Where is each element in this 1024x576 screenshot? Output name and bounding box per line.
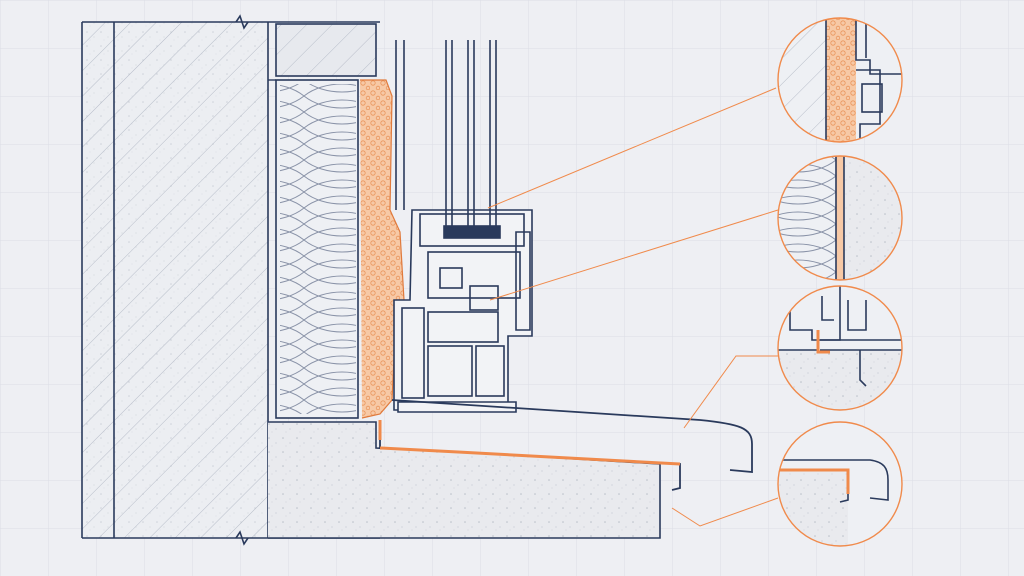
callout-insulation-render-detail: [777, 155, 903, 281]
break-mark-top: [235, 14, 249, 30]
mineral-wool-insulation: [268, 79, 359, 419]
window-sill-flashing: [378, 399, 753, 491]
triple-glazing: [443, 40, 501, 239]
callout-leaders: [487, 87, 779, 527]
masonry-wall: [81, 21, 380, 539]
pvc-window-frame: [393, 40, 533, 413]
callout-glazing-seal-detail: [777, 17, 903, 143]
break-mark-bottom: [235, 530, 249, 546]
callout-sill-end-detail: [777, 421, 903, 547]
lintel-block: [275, 23, 377, 77]
expanding-foam-seal: [360, 79, 405, 419]
